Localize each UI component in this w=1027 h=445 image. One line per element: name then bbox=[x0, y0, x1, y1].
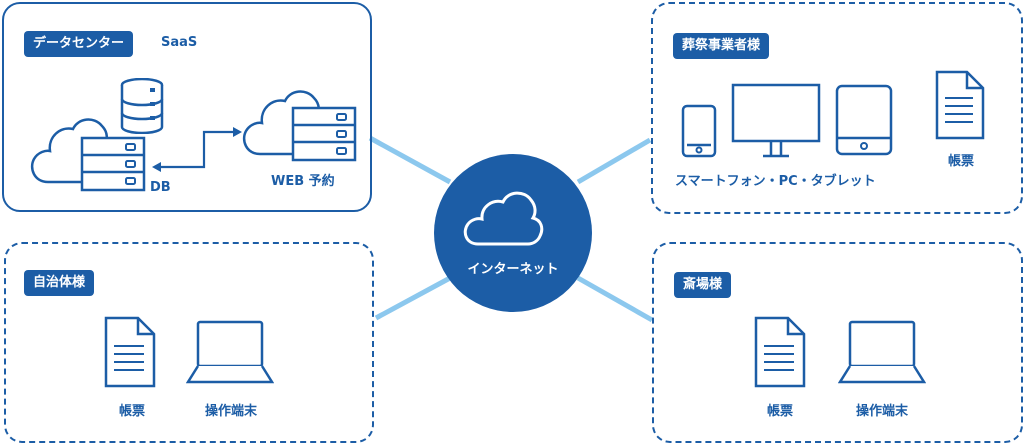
tablet-icon bbox=[835, 84, 893, 156]
crematorium-tag: 斎場様 bbox=[674, 272, 732, 298]
datacenter-panel: データセンター SaaS DB WEB 予約 bbox=[2, 2, 372, 212]
municipality-panel: 自治体様 帳票 操作端末 bbox=[4, 242, 374, 443]
laptop-icon bbox=[838, 320, 926, 384]
internet-label: インターネット bbox=[467, 262, 559, 277]
sync-arrow-icon bbox=[152, 127, 242, 172]
connector-datacenter bbox=[368, 135, 452, 185]
municipality-tag: 自治体様 bbox=[24, 270, 95, 296]
server-icon bbox=[80, 136, 146, 192]
datacenter-tag: データセンター bbox=[24, 31, 134, 57]
smartphone-icon bbox=[681, 104, 717, 158]
monitor-icon bbox=[731, 83, 821, 158]
document-icon bbox=[754, 316, 806, 388]
terminal-label: 操作端末 bbox=[855, 404, 909, 419]
funeral-business-tag: 葬祭事業者様 bbox=[673, 33, 770, 59]
laptop-icon bbox=[186, 320, 274, 384]
form-label: 帳票 bbox=[118, 404, 146, 419]
internet-hub bbox=[434, 154, 592, 312]
form-label: 帳票 bbox=[766, 404, 794, 419]
web-reservation-label: WEB 予約 bbox=[271, 174, 335, 189]
connector-municipality bbox=[374, 275, 452, 321]
crematorium-panel: 斎場様 帳票 操作端末 bbox=[652, 242, 1023, 443]
cloud-icon bbox=[463, 191, 544, 246]
devices-label: スマートフォン・PC・タブレット bbox=[675, 174, 876, 189]
connector-funeral bbox=[576, 137, 652, 185]
connector-crematorium bbox=[576, 275, 654, 323]
saas-label: SaaS bbox=[161, 35, 198, 50]
db-label: DB bbox=[150, 180, 171, 195]
server-icon bbox=[291, 106, 357, 162]
form-label: 帳票 bbox=[947, 154, 975, 169]
terminal-label: 操作端末 bbox=[204, 404, 258, 419]
document-icon bbox=[935, 70, 985, 140]
funeral-business-panel: 葬祭事業者様 スマートフォン・PC・タブレット 帳票 bbox=[651, 2, 1023, 214]
document-icon bbox=[104, 316, 156, 388]
database-icon bbox=[120, 78, 164, 134]
